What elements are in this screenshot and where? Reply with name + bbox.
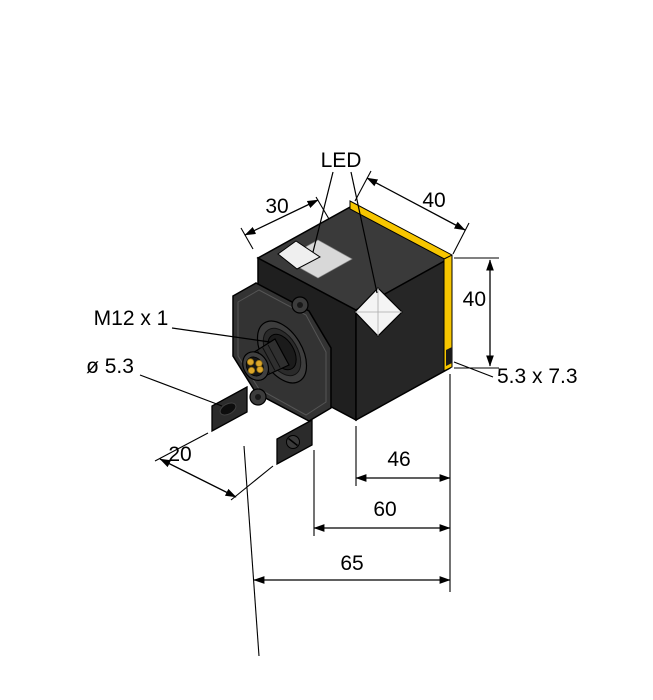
dim-bracket-foot-label: 20	[168, 443, 191, 466]
led-label: LED	[321, 149, 362, 172]
bracket-foot-front-hole	[219, 402, 237, 416]
extension-line	[154, 432, 209, 462]
slot-notch	[446, 347, 452, 366]
slot-leader-line	[453, 361, 494, 378]
dim-body-length-label: 46	[387, 448, 410, 471]
callout-hole: ø 5.3	[86, 355, 223, 407]
bracket-screw-bottom-recess	[255, 394, 261, 400]
dimension-line	[366, 177, 466, 231]
extension-line	[452, 222, 470, 255]
thread-label: M12 x 1	[94, 307, 169, 330]
dim-top-width: 40	[354, 170, 470, 255]
dim-top-width-label: 40	[422, 189, 445, 212]
thread-leader-line	[171, 327, 271, 343]
callout-slot: 5.3 x 7.3	[453, 361, 578, 388]
hole-label: ø 5.3	[86, 355, 134, 378]
active-face-right-strip	[443, 254, 453, 372]
dim-top-depth-label: 30	[265, 195, 288, 218]
dim-top-depth: 30	[240, 195, 330, 250]
connector-pin	[256, 365, 264, 374]
led-windows	[277, 240, 403, 337]
extension-line	[230, 465, 274, 501]
extension-line	[354, 170, 372, 202]
dim-bracket-foot: 20	[154, 432, 274, 501]
extension-line	[243, 445, 260, 657]
callout-thread: M12 x 1	[94, 307, 271, 343]
dim-body-length: 46	[355, 374, 451, 592]
callout-led: LED	[312, 149, 378, 294]
led-window-facets	[355, 288, 402, 336]
connector-pins	[246, 358, 264, 375]
hole-leader-line	[139, 374, 223, 407]
bracket-screw-top-recess	[297, 302, 303, 308]
connector-pin	[255, 359, 263, 368]
dimension-line	[159, 458, 237, 498]
led-window-top	[277, 240, 321, 270]
connector-pin	[246, 358, 255, 366]
dim-overall-length-label: 65	[340, 552, 363, 575]
dimension-line	[244, 199, 319, 236]
m12-connector	[242, 320, 308, 384]
dim-side-height-label: 40	[463, 288, 486, 311]
led-leader-line	[312, 171, 334, 253]
dim-side-height: 40	[454, 257, 499, 369]
dim-overall-length: 65	[243, 445, 451, 657]
slot-label: 5.3 x 7.3	[497, 365, 578, 388]
led-leader-line	[350, 171, 378, 294]
extension-line	[240, 227, 254, 250]
bracket-foot-back-screw-slot	[288, 437, 298, 447]
connector-pin	[247, 366, 256, 375]
dim-bracket-length-label: 60	[373, 498, 396, 521]
dim-bracket-length: 60	[313, 450, 451, 536]
